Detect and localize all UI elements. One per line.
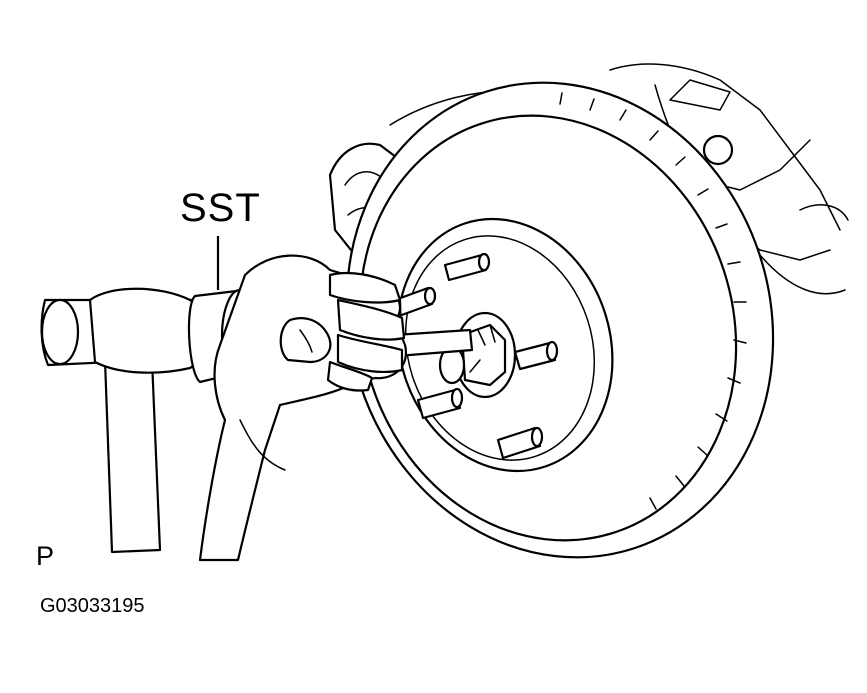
little-finger [326,360,374,392]
hand [198,254,408,562]
knuckle-bolt-icon [702,134,734,166]
view-letter-label: P [36,541,55,571]
index-finger [328,271,402,304]
hammer-handle [103,358,162,554]
ring-finger [336,333,404,374]
thumb [279,317,332,364]
rotor-vent-marks [559,92,747,510]
wheel-stud-icon [416,387,464,420]
sst-label: SST [180,186,261,230]
rotor-inner-edge [358,114,738,542]
wheel-stud-icon [443,252,491,282]
wheel-studs [393,252,559,460]
figure-code-label: G03033195 [40,595,145,617]
wheel-stud-icon [513,340,559,371]
wheel-stud-icon [393,286,437,318]
middle-finger [336,298,406,341]
wheel-stud-icon [496,426,544,460]
